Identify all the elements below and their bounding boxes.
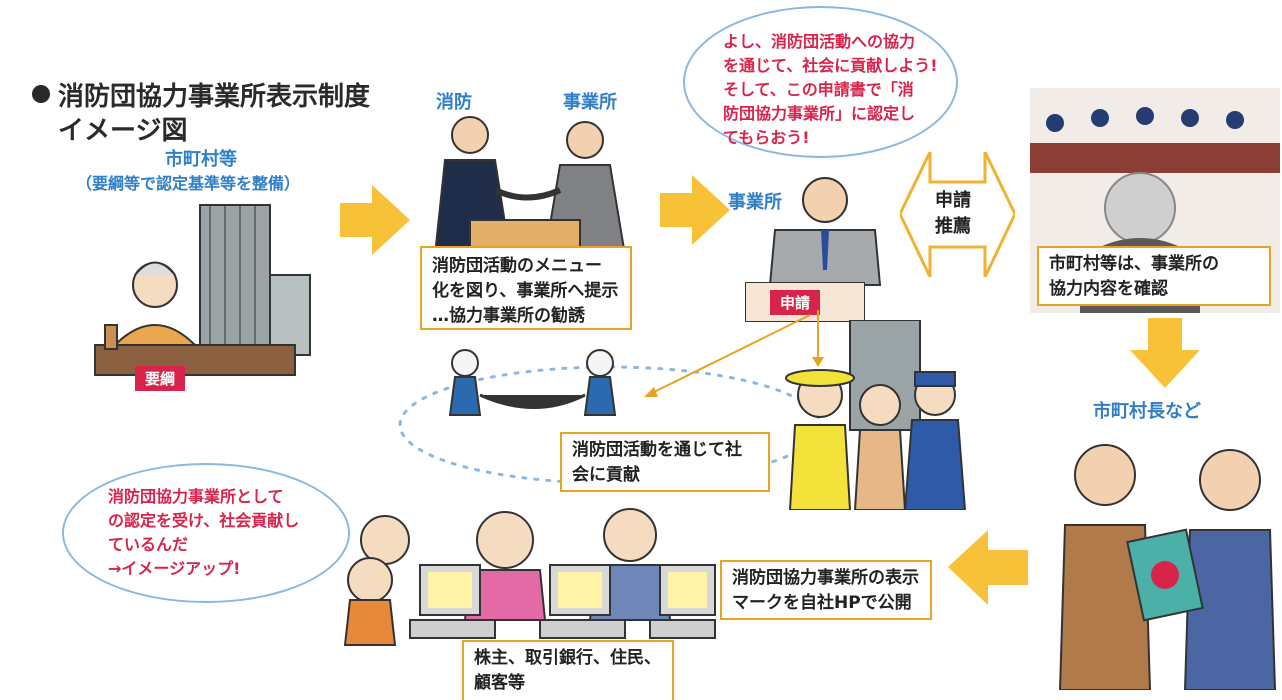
municipality-label: 市町村等	[165, 149, 237, 170]
double-arrow-icon	[900, 152, 1015, 277]
menu-proposal-box: 消防団活動のメニュー 化を図り、事業所へ提示 …協力事業所の勧誘	[420, 246, 632, 330]
apply-label: 申請	[770, 290, 821, 315]
certificate-handover-illustration	[1058, 444, 1277, 690]
mark-publish-box: 消防団協力事業所の表示 マークを自社HPで公開	[720, 560, 932, 620]
arrow-down-icon	[1130, 318, 1200, 388]
arrow-left-icon	[948, 530, 1028, 605]
arrow-right-icon	[340, 185, 410, 255]
guideline-paper: 要綱	[135, 366, 186, 391]
computer-users-illustration	[343, 508, 716, 646]
page-title: 消防団協力事業所表示制度 イメージ図	[32, 80, 370, 148]
confirm-box: 市町村等は、事業所の 協力内容を確認	[1037, 246, 1271, 306]
audience-box: 株主、取引銀行、住民、 顧客等	[462, 640, 674, 700]
handshake-left-label: 消防	[436, 92, 472, 113]
arrow-right-icon	[660, 175, 730, 245]
speech-bubble-apply: よし、消防団活動への協力 を通じて、社会に貢献しよう! そして、この申請書で「消…	[683, 6, 958, 158]
mayor-label: 市町村長など	[1093, 401, 1201, 422]
office-person-illustration	[768, 177, 882, 286]
stretcher-illustration	[448, 349, 617, 416]
speech-bubble-image-up: 消防団協力事業所として の認定を受け、社会貢献し ているんだ →イメージアップ!	[62, 463, 350, 603]
firefighters-illustration	[785, 320, 967, 510]
apply-recommend-label: 申請 推薦	[935, 190, 971, 237]
handshake-right-label: 事業所	[563, 92, 617, 113]
contribute-box: 消防団活動を通じて社 会に貢献	[560, 432, 770, 492]
municipality-illustration	[94, 204, 311, 376]
apply-arrows	[644, 310, 824, 397]
bullet-icon	[32, 85, 50, 103]
municipality-sub: （要綱等で認定基準等を整備）	[76, 174, 301, 193]
page-subtitle: イメージ図	[58, 116, 188, 146]
handshake-illustration	[433, 116, 627, 255]
office-label: 事業所	[728, 192, 782, 213]
